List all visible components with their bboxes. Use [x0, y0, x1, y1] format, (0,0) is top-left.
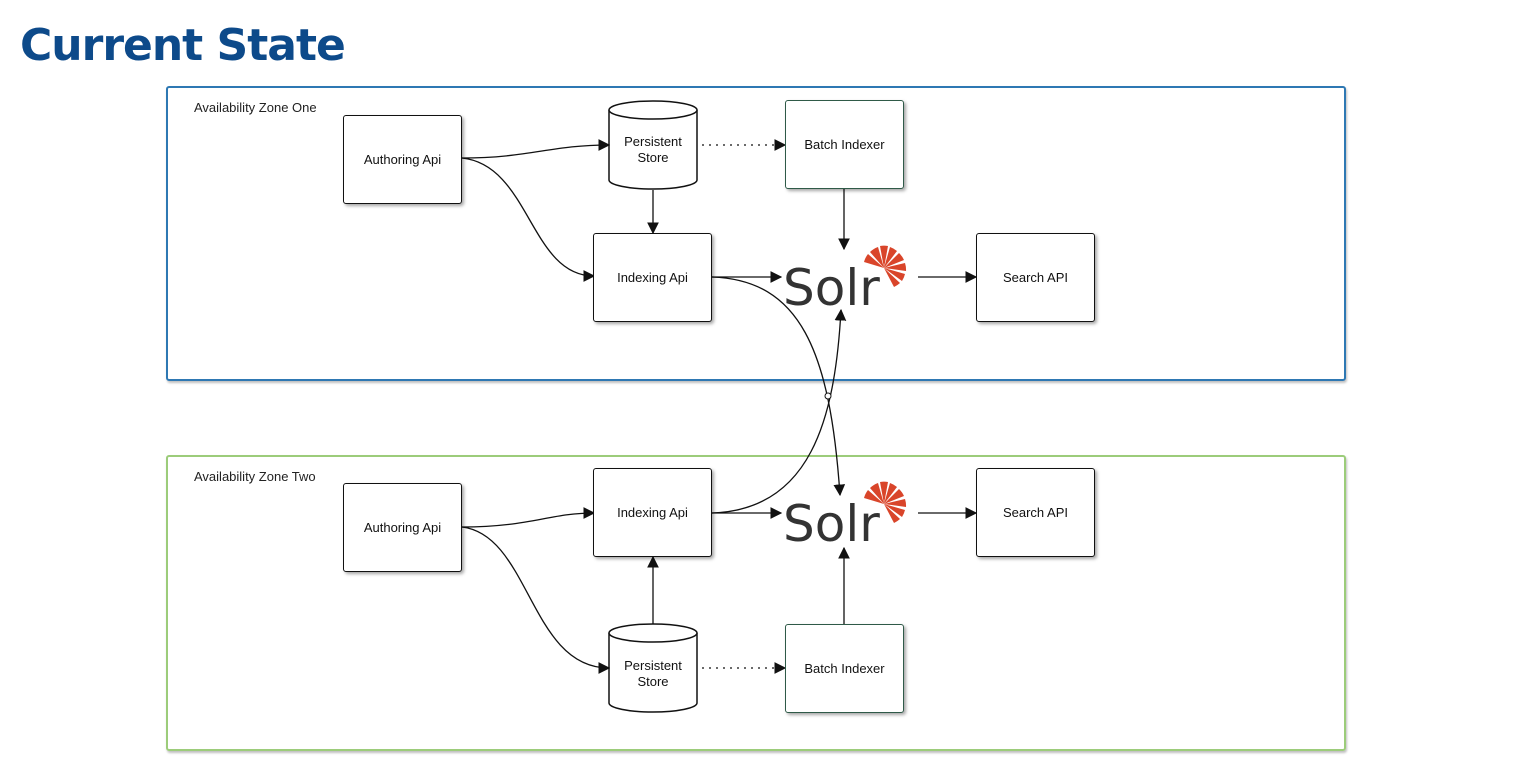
indexing-api-box-zone-one: Indexing Api: [593, 233, 712, 322]
database-cylinder-icon: [608, 623, 698, 713]
edge-authoring-to-indexing-1: [461, 157, 596, 282]
zone-one-label: Availability Zone One: [194, 100, 317, 115]
edge-authoring-to-store-2: [461, 526, 611, 674]
batch-indexer-box-zone-one: Batch Indexer: [785, 100, 904, 189]
authoring-api-box-zone-one: Authoring Api: [343, 115, 462, 204]
edge-indexing1-to-solr2: [711, 276, 846, 497]
persistent-store-label-zone-one: Persistent Store: [624, 134, 682, 165]
solr-logo-icon: Solr: [783, 481, 907, 553]
availability-zone-two: Availability Zone Two: [166, 455, 1346, 751]
zone-two-label: Availability Zone Two: [194, 469, 316, 484]
availability-zone-one: Availability Zone One: [166, 86, 1346, 381]
solr-logo-text-2: Solr: [783, 495, 880, 553]
search-api-box-zone-one: Search API: [976, 233, 1095, 322]
authoring-api-box-zone-two: Authoring Api: [343, 483, 462, 572]
batch-indexer-box-zone-two: Batch Indexer: [785, 624, 904, 713]
page-title: Current State: [20, 20, 346, 71]
solr-logo-icon: Solr: [783, 245, 907, 317]
search-api-box-zone-two: Search API: [976, 468, 1095, 557]
edge-indexing2-to-solr1: [711, 308, 847, 514]
persistent-store-label-zone-two: Persistent Store: [624, 658, 682, 689]
edge-authoring-to-store-1: [461, 139, 611, 159]
database-cylinder-icon: [608, 100, 698, 190]
indexing-api-box-zone-two: Indexing Api: [593, 468, 712, 557]
solr-logo-text-1: Solr: [783, 259, 880, 317]
edge-authoring-to-indexing-2: [461, 507, 596, 528]
